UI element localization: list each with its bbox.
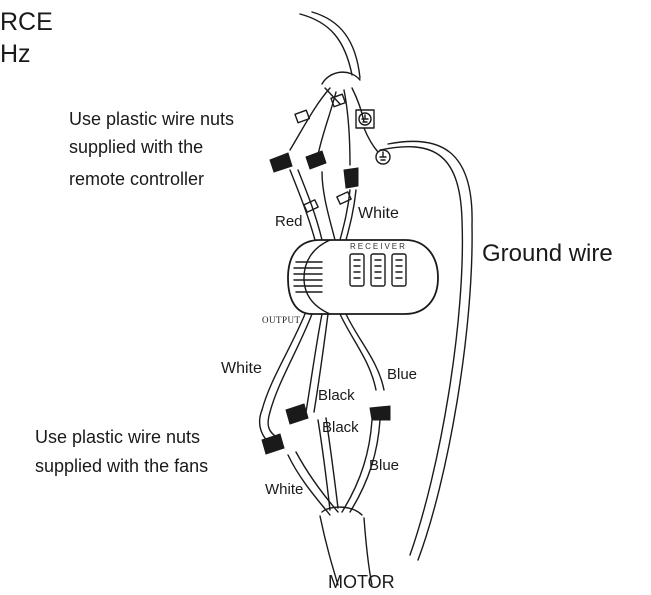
blue-wire-label-lower: Blue: [369, 457, 400, 474]
supply-cable: [299, 11, 361, 105]
motor-label: MOTOR: [328, 572, 395, 592]
receiver-unit: [287, 239, 439, 315]
receiver-label: RECEIVER: [350, 242, 407, 251]
white-wire-label-lower: White: [265, 481, 304, 498]
white-wire-label-mid: White: [221, 360, 262, 377]
blue-wire-label-mid: Blue: [387, 366, 418, 383]
wire-tag-icon: [294, 93, 352, 213]
top-note-line3: remote controller: [69, 169, 205, 189]
bottom-note-line2: supplied with the fans: [35, 456, 209, 476]
black-wire-label-lower: Black: [322, 419, 359, 436]
receiver-output-wires: [261, 313, 385, 413]
corner-text-line2: Hz: [0, 40, 31, 68]
output-label: OUTPUT: [262, 315, 301, 325]
red-wire-label: Red: [275, 213, 303, 230]
wire-nut-icon: [261, 150, 391, 455]
motor-cable: [319, 506, 373, 586]
white-wire-label-top: White: [358, 205, 399, 222]
corner-text-line1: RCE: [0, 8, 53, 36]
ground-symbol-icon: [355, 109, 391, 165]
top-note-line2: supplied with the: [69, 137, 204, 157]
ground-wire: [363, 127, 473, 561]
top-note-line1: Use plastic wire nuts: [69, 109, 235, 129]
black-wire-label-upper: Black: [318, 387, 355, 404]
supply-wires: [289, 87, 365, 166]
bottom-note-line1: Use plastic wire nuts: [35, 427, 201, 447]
ground-wire-label: Ground wire: [482, 240, 613, 267]
motor-wires: [258, 409, 381, 516]
